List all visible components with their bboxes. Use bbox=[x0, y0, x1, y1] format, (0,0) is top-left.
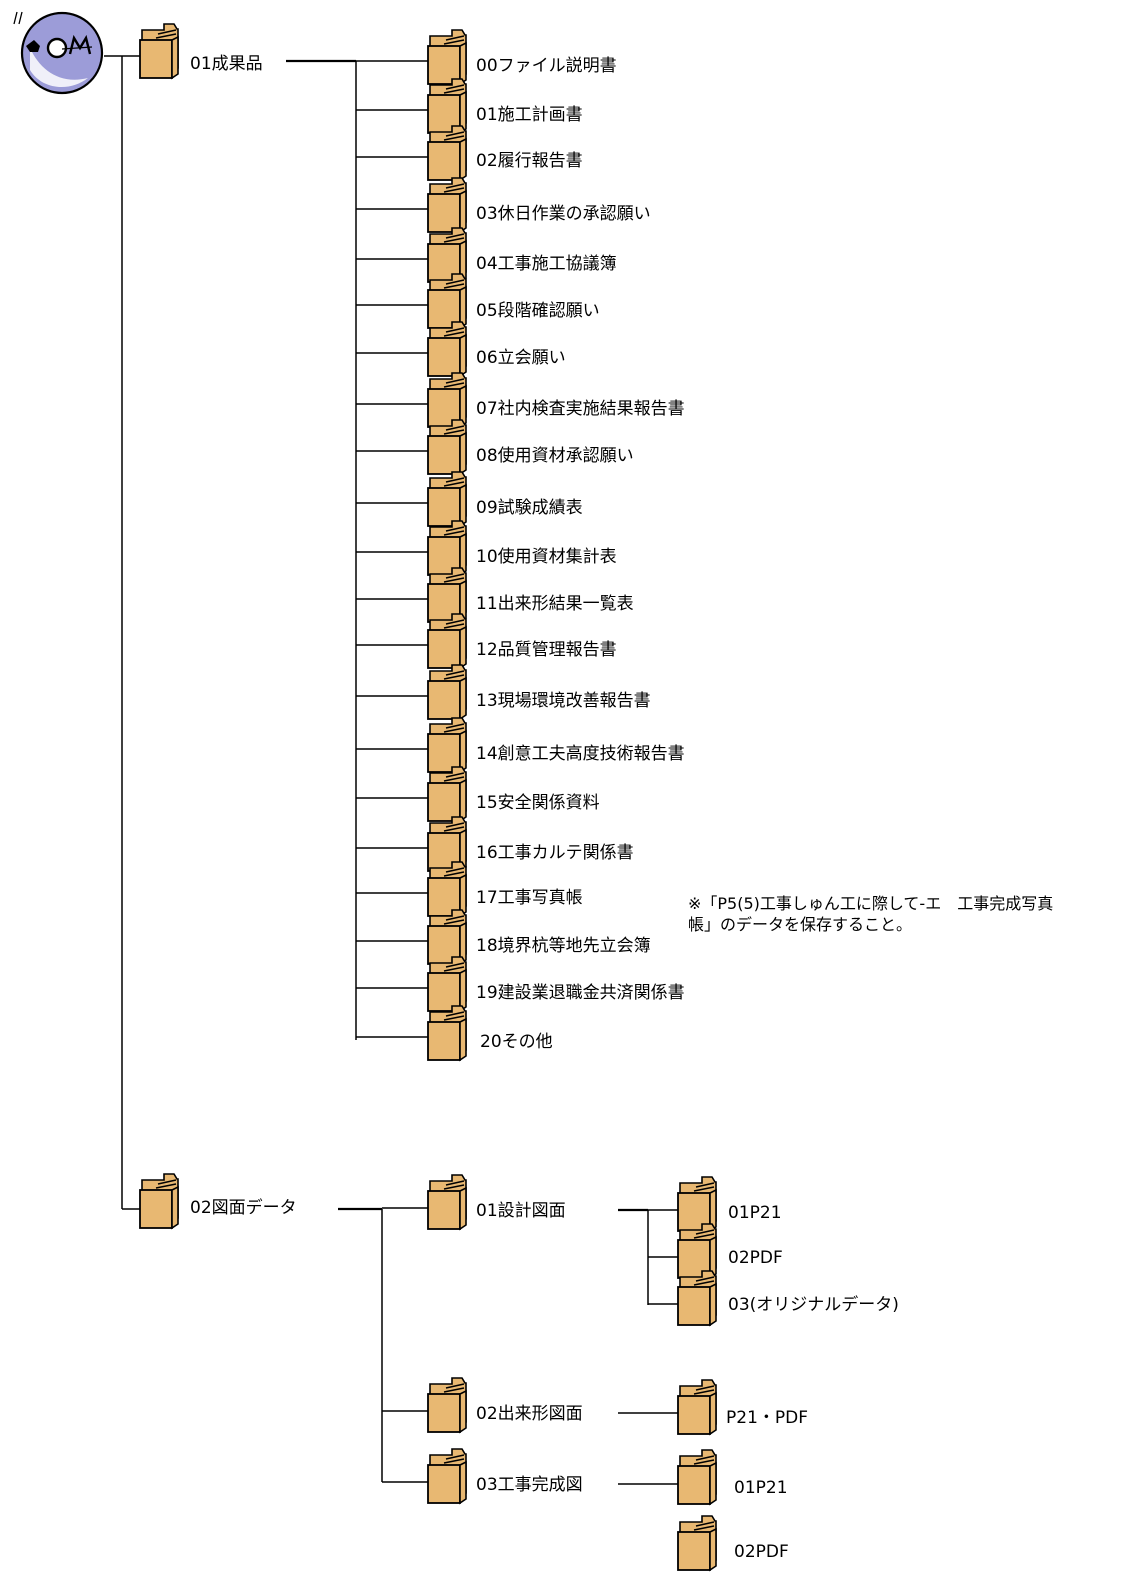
folder-label: 15安全関係資料 bbox=[476, 793, 600, 813]
folder-label: 08使用資材承認願い bbox=[476, 446, 634, 466]
folder-label: 07社内検査実施結果報告書 bbox=[476, 399, 685, 419]
folder-icon-01-deliverables bbox=[139, 23, 179, 80]
folder-label: 11出来形結果一覧表 bbox=[476, 594, 634, 614]
folder-label: 02履行報告書 bbox=[476, 151, 583, 171]
folder-icon bbox=[427, 956, 467, 1013]
folder-icon bbox=[427, 227, 467, 284]
folder-icon bbox=[427, 861, 467, 918]
folder-icon bbox=[677, 1270, 717, 1327]
folder-icon bbox=[427, 613, 467, 670]
folder-label: 05段階確認願い bbox=[476, 301, 600, 321]
note-text: ※「P5(5)工事しゅん工に際して-エ 工事完成写真 帳」のデータを保存すること… bbox=[688, 893, 1128, 935]
folder-label: 13現場環境改善報告書 bbox=[476, 691, 651, 711]
folder-icon-02-drawing-data bbox=[139, 1173, 179, 1230]
folder-label: 00ファイル説明書 bbox=[476, 56, 617, 76]
folder-label: 02PDF bbox=[728, 1248, 783, 1268]
folder-icon bbox=[427, 471, 467, 528]
folder-icon bbox=[427, 567, 467, 624]
folder-label: 01P21 bbox=[734, 1478, 788, 1498]
folder-icon bbox=[427, 1174, 467, 1231]
folder-label-02-drawing-data: 02図面データ bbox=[190, 1198, 297, 1218]
folder-icon bbox=[427, 273, 467, 330]
folder-label: 02出来形図面 bbox=[476, 1404, 583, 1424]
folder-label: 19建設業退職金共済関係書 bbox=[476, 983, 685, 1003]
folder-icon bbox=[427, 766, 467, 823]
folder-label: P21・PDF bbox=[726, 1408, 809, 1428]
folder-label: 03休日作業の承認願い bbox=[476, 204, 651, 224]
folder-icon bbox=[677, 1223, 717, 1280]
folder-icon bbox=[677, 1515, 717, 1572]
folder-label: 01設計図面 bbox=[476, 1201, 566, 1221]
folder-icon bbox=[427, 29, 467, 86]
folder-icon bbox=[677, 1176, 717, 1233]
folder-icon bbox=[677, 1379, 717, 1436]
folder-label: 03(オリジナルデータ) bbox=[728, 1295, 899, 1315]
folder-icon bbox=[427, 419, 467, 476]
disc-icon bbox=[13, 11, 104, 95]
folder-icon bbox=[427, 717, 467, 774]
folder-label: 12品質管理報告書 bbox=[476, 640, 617, 660]
folder-label: 20その他 bbox=[480, 1032, 553, 1052]
folder-icon bbox=[427, 520, 467, 577]
folder-label-01-deliverables: 01成果品 bbox=[190, 54, 263, 74]
folder-label: 04工事施工協議簿 bbox=[476, 254, 617, 274]
folder-icon bbox=[427, 78, 467, 135]
folder-icon bbox=[427, 664, 467, 721]
folder-icon bbox=[427, 125, 467, 182]
folder-icon bbox=[427, 1448, 467, 1505]
folder-icon bbox=[677, 1449, 717, 1506]
folder-label: 14創意工夫高度技術報告書 bbox=[476, 744, 685, 764]
folder-label: 09試験成績表 bbox=[476, 498, 583, 518]
folder-icon bbox=[427, 909, 467, 966]
folder-label: 01P21 bbox=[728, 1203, 782, 1223]
folder-icon bbox=[427, 177, 467, 234]
folder-icon bbox=[427, 321, 467, 378]
folder-label: 10使用資材集計表 bbox=[476, 547, 617, 567]
folder-label: 01施工計画書 bbox=[476, 105, 583, 125]
folder-label: 02PDF bbox=[734, 1542, 789, 1562]
note-line-2: 帳」のデータを保存すること。 bbox=[688, 915, 913, 934]
folder-icon bbox=[427, 1005, 467, 1062]
folder-label: 17工事写真帳 bbox=[476, 888, 583, 908]
folder-icon bbox=[427, 372, 467, 429]
folder-label: 16工事カルテ関係書 bbox=[476, 843, 634, 863]
note-line-1: ※「P5(5)工事しゅん工に際して-エ 工事完成写真 bbox=[688, 894, 1054, 913]
folder-label: 06立会願い bbox=[476, 348, 566, 368]
folder-label: 18境界杭等地先立会簿 bbox=[476, 936, 651, 956]
folder-label: 03工事完成図 bbox=[476, 1475, 583, 1495]
folder-icon bbox=[427, 1377, 467, 1434]
